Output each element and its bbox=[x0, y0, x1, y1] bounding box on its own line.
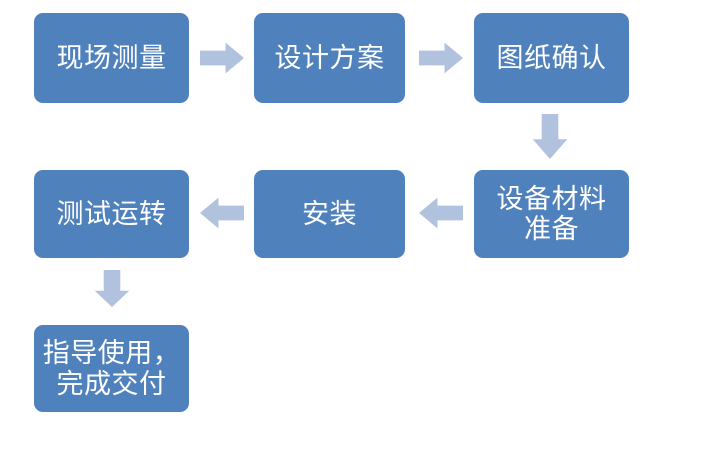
arrow-down-testing-to-delivery-icon bbox=[94, 270, 130, 307]
arrow-right-design-to-drawing-icon bbox=[419, 42, 463, 74]
flow-node-n4[interactable]: 设备材料 准备 bbox=[474, 170, 629, 258]
flow-node-n1[interactable]: 现场测量 bbox=[34, 13, 189, 103]
flow-node-n5[interactable]: 安装 bbox=[254, 170, 405, 258]
arrow-left-install-to-testing-icon bbox=[200, 197, 244, 229]
arrow-down-drawing-to-material-icon bbox=[532, 114, 568, 159]
flow-node-n3[interactable]: 图纸确认 bbox=[474, 13, 629, 103]
flow-node-n6[interactable]: 测试运转 bbox=[34, 170, 189, 258]
flow-node-n2[interactable]: 设计方案 bbox=[254, 13, 405, 103]
arrow-left-material-to-install-icon bbox=[419, 197, 463, 229]
flow-node-n7[interactable]: 指导使用， 完成交付 bbox=[34, 325, 189, 412]
arrow-right-measure-to-design-icon bbox=[200, 42, 244, 74]
